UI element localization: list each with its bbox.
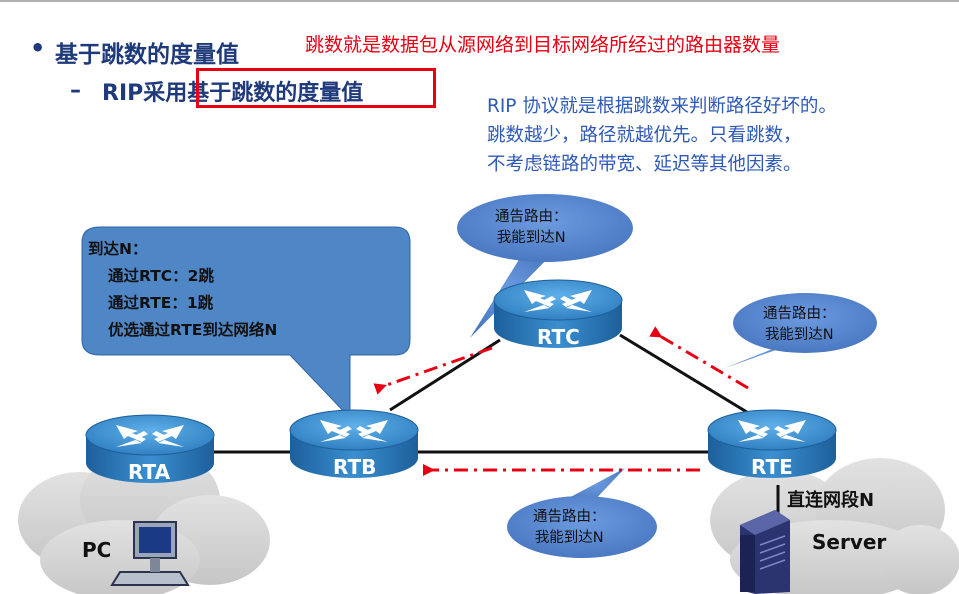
hop-definition-note: 跳数就是数据包从源网络到目标网络所经过的路由器数量 [305,34,781,56]
bubble-line: 我能到达N [534,530,604,546]
bottom-bubble-shape [507,468,657,558]
rip-explanation-line: RIP 协议就是根据跳数来判断路径好坏的。 [487,96,837,117]
bubble-line: 我能到达N [764,327,834,343]
right-bubble-text: 通告路由： 我能到达N [763,304,836,346]
arrow-rtc-to-rtb [373,346,493,395]
top-divider-line [0,0,959,2]
pc-label: PC [82,538,112,562]
link-rtc-rte [619,333,761,422]
bubble-line: 通告路由： [495,209,568,225]
advertisement-arrows [373,326,749,476]
bullet-dot: • [30,34,46,62]
right-bubble-shape [725,293,877,368]
router-rte-label: RTE [751,455,793,479]
top-bubble-text: 通告路由： 我能到达N [495,207,568,249]
info-callout-line: 优选通过RTE到达网络N [108,321,278,339]
info-callout-line: 通过RTC：2跳 [108,267,214,285]
pc-icon [110,521,190,586]
bubble-line: 通告路由： [763,306,836,322]
info-callout-title: 到达N： [88,240,148,258]
bottom-bubble-text: 通告路由： 我能到达N [533,507,606,549]
info-callout-shape [81,226,411,420]
rip-explanation-line: 不考虑链路的带宽、延迟等其他因素。 [487,154,802,175]
server-label: Server [812,530,887,554]
router-rta-label: RTA [128,460,171,484]
network-links [212,333,780,520]
router-rtc-label: RTC [537,325,580,349]
direct-segment-label: 直连网段N [787,490,875,511]
bubble-line: 我能到达N [496,230,566,246]
router-rtb-label: RTB [333,455,377,479]
bullet-title: 基于跳数的度量值 [55,42,239,68]
highlight-box [196,68,436,108]
server-icon [740,510,790,594]
info-callout-line: 通过RTE：1跳 [108,294,214,312]
bubble-line: 通告路由： [533,509,606,525]
arrow-rte-to-rtc [649,326,749,390]
rip-explanation-note: RIP 协议就是根据跳数来判断路径好坏的。 跳数越少，路径就越优先。只看跳数， … [487,92,837,179]
sub-item-dash: – [70,78,81,103]
sub-item-text: RIP采用基于跳数的度量值 [102,81,364,106]
info-callout-text: 到达N： 通过RTC：2跳 通过RTE：1跳 优选通过RTE到达网络N [88,236,277,344]
rip-explanation-line: 跳数越少，路径就越优先。只看跳数， [487,125,802,146]
